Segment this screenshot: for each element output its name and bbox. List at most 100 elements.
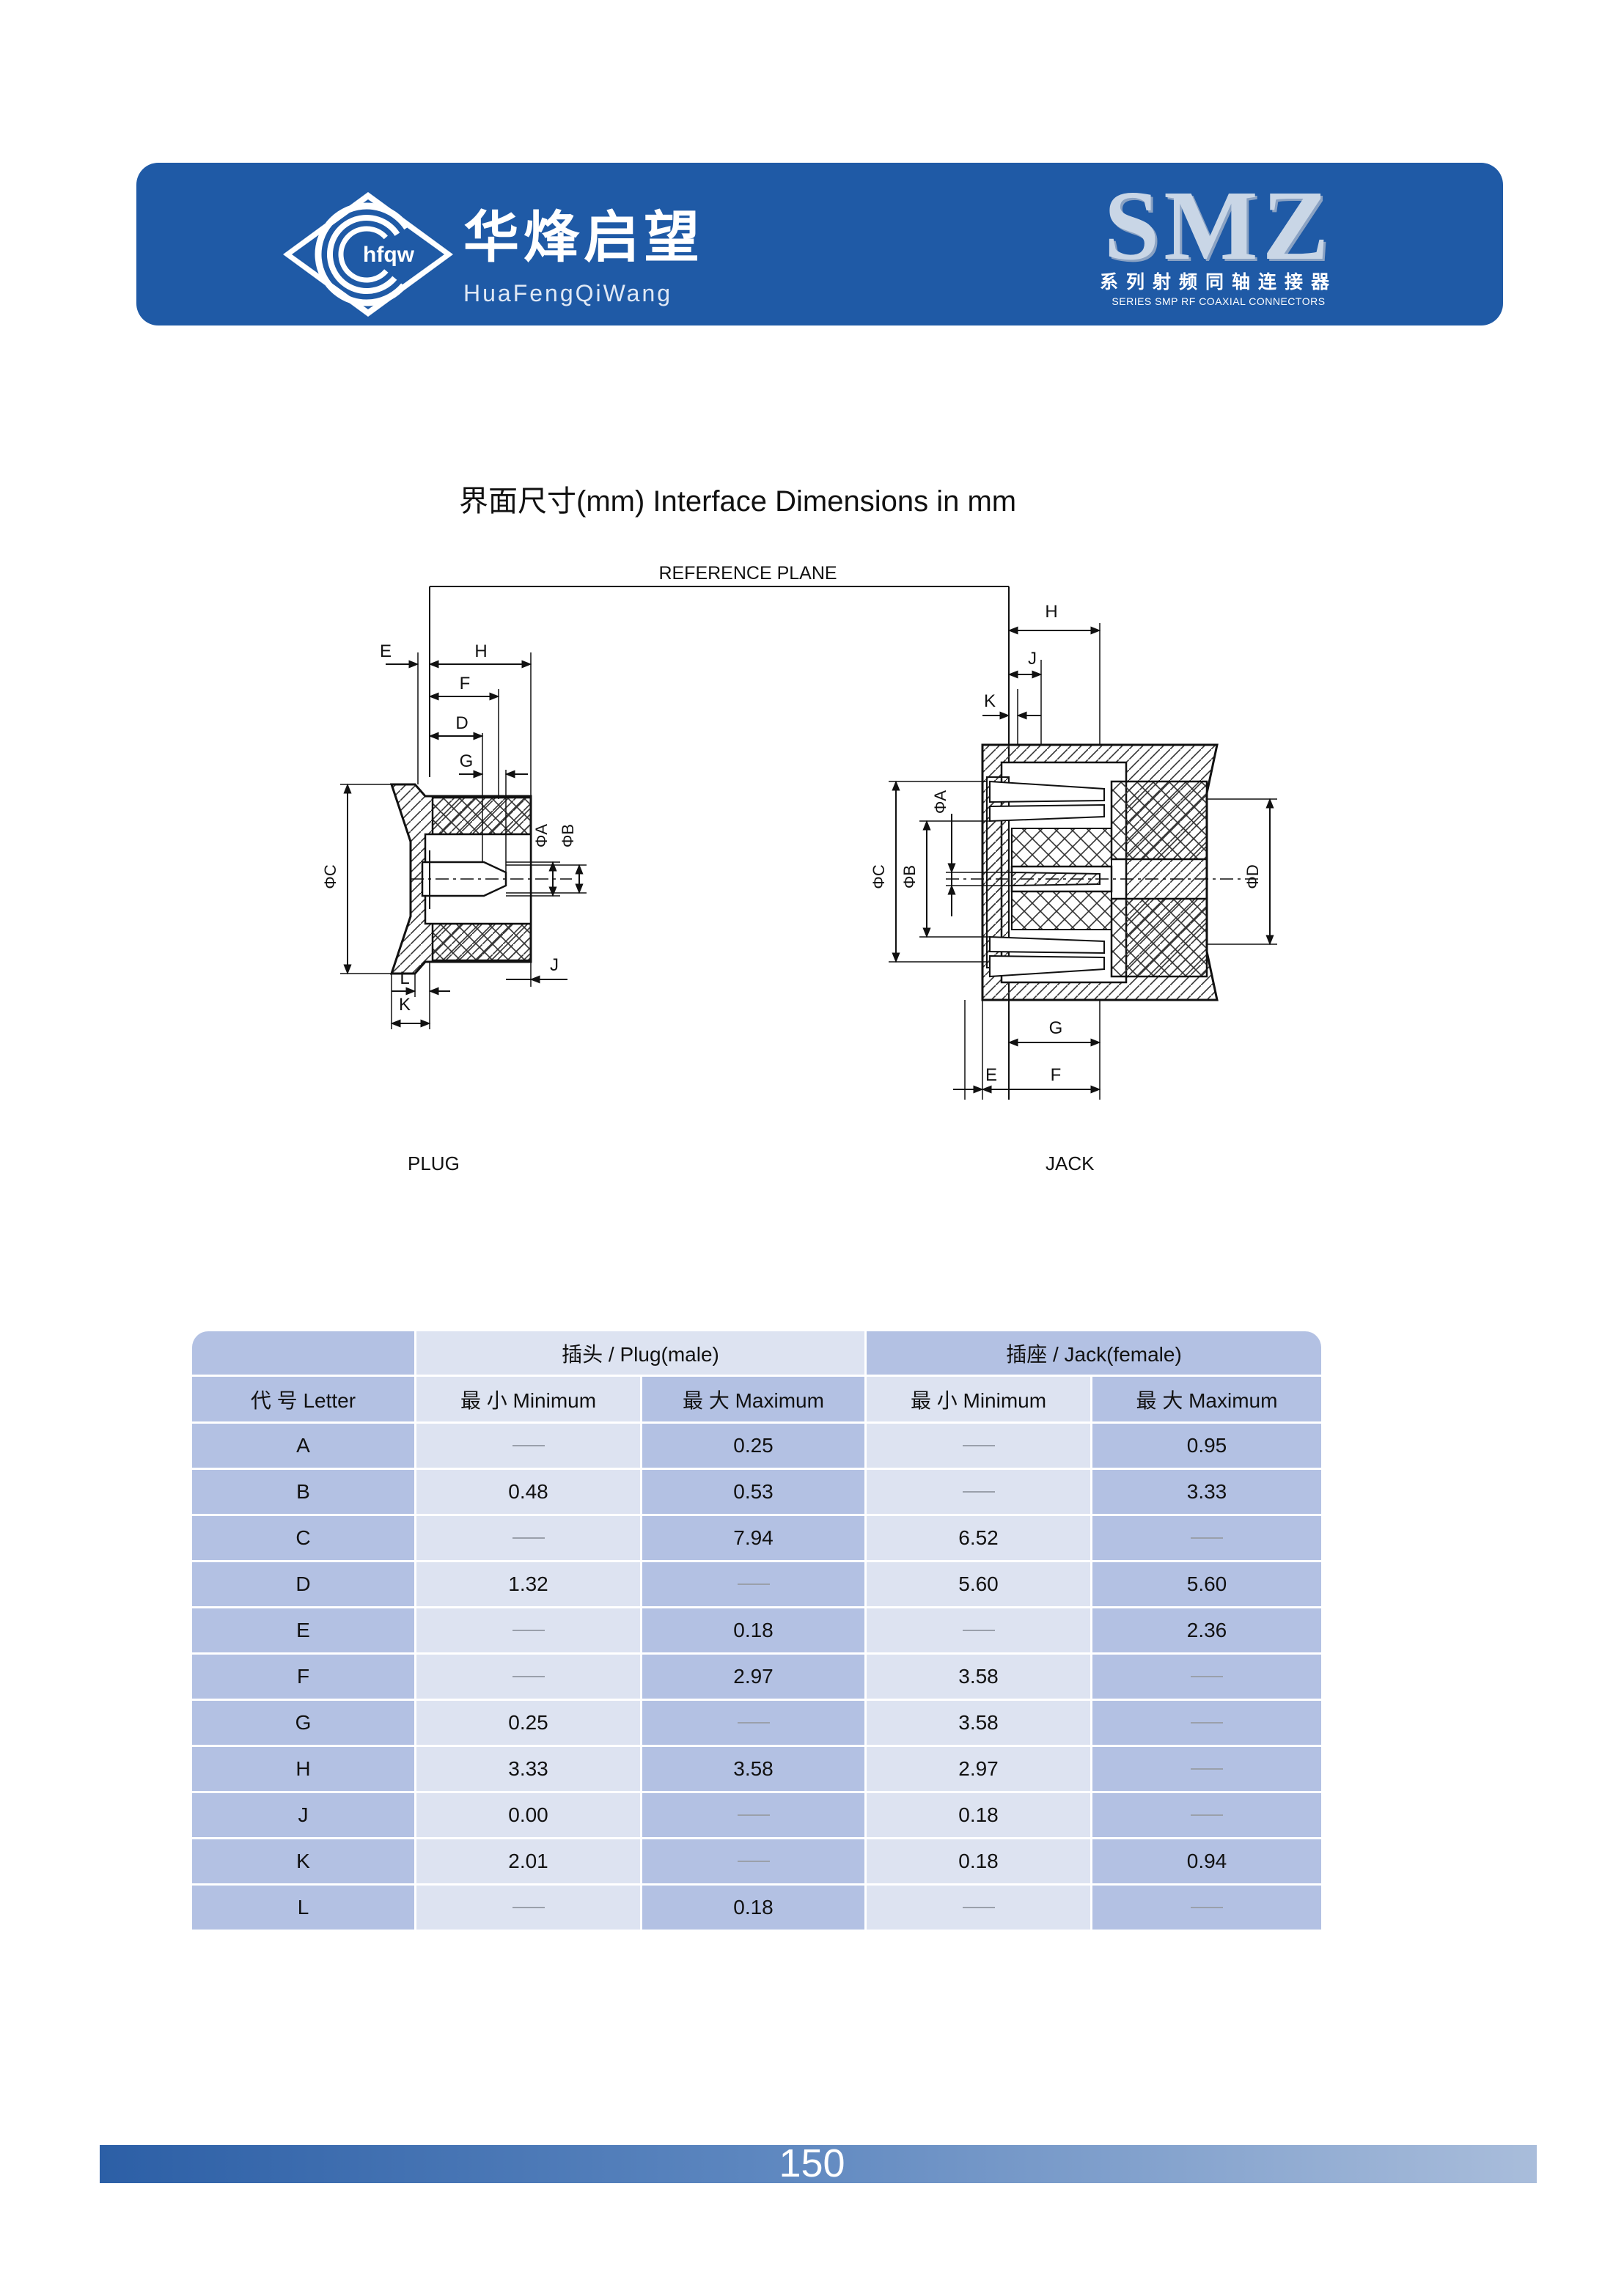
table-cell-jack-max	[1092, 1701, 1321, 1747]
table-cell-plug-max	[642, 1793, 867, 1839]
empty-value-dash	[962, 1445, 995, 1446]
table-cell-plug-max	[642, 1839, 867, 1886]
empty-value-dash	[1191, 1907, 1223, 1908]
dimension-letter: H	[295, 1757, 311, 1780]
empty-value-dash	[1191, 1768, 1223, 1770]
empty-value-dash	[512, 1537, 545, 1539]
table-cell-jack-min: 5.60	[867, 1562, 1092, 1608]
table-cell-jack-max	[1092, 1747, 1321, 1793]
table-cell-jack-min: 3.58	[867, 1655, 1092, 1701]
empty-value-dash	[737, 1814, 770, 1816]
table-cell-jack-max: 0.94	[1092, 1839, 1321, 1886]
dimension-value: 3.33	[508, 1757, 548, 1780]
table-cell-plug-max: 2.97	[642, 1655, 867, 1701]
dimension-value: 0.18	[958, 1803, 999, 1826]
table-header-plug-max: 最 大 Maximum	[642, 1377, 867, 1424]
plug-label-l: L	[400, 968, 409, 988]
table-cell-plug-max: 3.58	[642, 1747, 867, 1793]
table-cell-jack-max: 3.33	[1092, 1470, 1321, 1516]
jack-label-a: ΦA	[931, 790, 949, 814]
table-cell-plug-min	[416, 1424, 642, 1470]
dimension-letter: B	[296, 1480, 310, 1503]
dimension-value: 0.53	[733, 1480, 774, 1503]
plug-drawing: E H F D G ΦA ΦB ΦC J L K	[321, 641, 587, 1029]
dimension-value: 0.95	[1186, 1434, 1227, 1457]
jack-label-e: E	[985, 1065, 997, 1085]
table-cell-jack-min: 3.58	[867, 1701, 1092, 1747]
table-cell-jack-min	[867, 1424, 1092, 1470]
plug-label-g: G	[460, 751, 474, 771]
table-cell-plug-min	[416, 1886, 642, 1932]
jack-label-c: ΦC	[870, 864, 888, 889]
table-cell-jack-min: 6.52	[867, 1516, 1092, 1562]
empty-value-dash	[962, 1491, 995, 1493]
table-header-jack-max: 最 大 Maximum	[1092, 1377, 1321, 1424]
dimension-value: 3.58	[958, 1711, 999, 1734]
jack-label-h: H	[1045, 602, 1057, 622]
dimension-letter: K	[296, 1850, 310, 1872]
series-name-en: SERIES SMP RF COAXIAL CONNECTORS	[1112, 295, 1326, 307]
dimension-value: 3.58	[958, 1665, 999, 1688]
plug-caption: PLUG	[408, 1152, 460, 1174]
table-cell-jack-max	[1092, 1655, 1321, 1701]
table-cell-jack-max: 2.36	[1092, 1608, 1321, 1655]
table-cell-plug-min	[416, 1608, 642, 1655]
table-cell-plug-min	[416, 1655, 642, 1701]
dimension-letter: J	[298, 1803, 309, 1826]
dimension-value: 0.18	[958, 1850, 999, 1872]
table-cell-letter: E	[192, 1608, 416, 1655]
jack-label-g: G	[1049, 1018, 1063, 1038]
dimension-letter: D	[295, 1572, 311, 1595]
jack-label-f: F	[1051, 1065, 1062, 1085]
table-header-letter-spacer	[192, 1331, 416, 1377]
table-cell-jack-min	[867, 1886, 1092, 1932]
table-cell-plug-max	[642, 1701, 867, 1747]
dimension-value: 5.60	[958, 1572, 999, 1595]
dimension-value: 2.97	[958, 1757, 999, 1780]
dimension-value: 0.48	[508, 1480, 548, 1503]
table-cell-letter: D	[192, 1562, 416, 1608]
table-cell-plug-min: 3.33	[416, 1747, 642, 1793]
dimension-value: 0.94	[1186, 1850, 1227, 1872]
dimension-value: 0.18	[733, 1619, 774, 1641]
dimension-letter: L	[297, 1896, 309, 1919]
empty-value-dash	[512, 1676, 545, 1677]
empty-value-dash	[737, 1861, 770, 1862]
table-cell-letter: A	[192, 1424, 416, 1470]
jack-label-b: ΦB	[900, 865, 919, 889]
plug-label-h: H	[474, 641, 487, 661]
table-cell-letter: J	[192, 1793, 416, 1839]
plug-label-k: K	[399, 995, 411, 1015]
empty-value-dash	[1191, 1814, 1223, 1816]
table-cell-jack-min: 0.18	[867, 1839, 1092, 1886]
jack-drawing: H J K ΦA ΦC ΦB ΦD G E F	[870, 602, 1277, 1100]
dimension-value: 3.33	[1186, 1480, 1227, 1503]
empty-value-dash	[1191, 1722, 1223, 1724]
table-cell-plug-max: 0.53	[642, 1470, 867, 1516]
plug-label-d: D	[455, 713, 468, 733]
dimension-letter: G	[295, 1711, 312, 1734]
table-cell-jack-max: 5.60	[1092, 1562, 1321, 1608]
table-cell-letter: C	[192, 1516, 416, 1562]
jack-label-d: ΦD	[1243, 864, 1262, 889]
jack-label-j: J	[1028, 649, 1037, 669]
empty-value-dash	[737, 1722, 770, 1724]
table-cell-jack-max	[1092, 1886, 1321, 1932]
empty-value-dash	[512, 1630, 545, 1631]
table-cell-plug-min: 1.32	[416, 1562, 642, 1608]
dimension-value: 5.60	[1186, 1572, 1227, 1595]
reference-plane-label: REFERENCE PLANE	[658, 563, 837, 584]
table-cell-letter: B	[192, 1470, 416, 1516]
brand-name-en: HuaFengQiWang	[463, 280, 673, 306]
table-header-letter: 代 号 Letter	[192, 1377, 416, 1424]
table-cell-jack-min	[867, 1470, 1092, 1516]
dimensions-table: 插头 / Plug(male) 插座 / Jack(female) 代 号 Le…	[192, 1331, 1321, 1932]
table-cell-jack-max	[1092, 1516, 1321, 1562]
table-cell-letter: H	[192, 1747, 416, 1793]
table-cell-plug-min: 0.48	[416, 1470, 642, 1516]
plug-label-b: ΦB	[559, 824, 577, 847]
plug-label-c: ΦC	[321, 864, 339, 889]
dimension-value: 2.97	[733, 1665, 774, 1688]
dimension-value: 7.94	[733, 1526, 774, 1549]
table-header-jack-min: 最 小 Minimum	[867, 1377, 1092, 1424]
